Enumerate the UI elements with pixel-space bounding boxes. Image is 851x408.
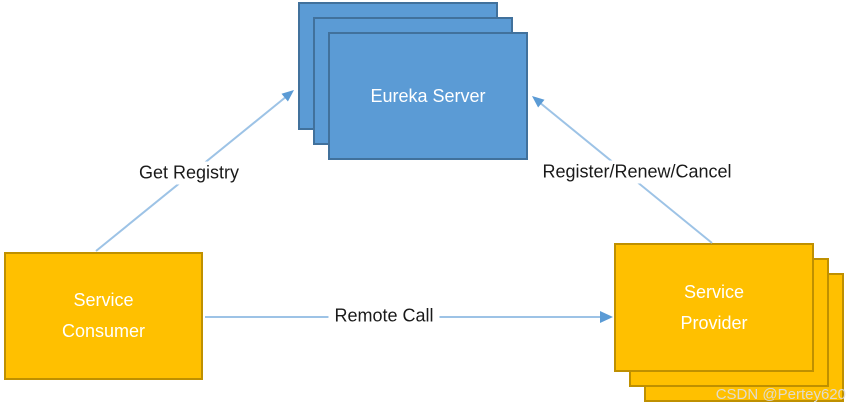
eureka-server-label: Eureka Server <box>370 85 486 106</box>
service-provider-label-line1: Service <box>683 281 745 302</box>
service-consumer-label-line1: Service <box>73 290 134 310</box>
remote-call-arrowhead-icon <box>600 311 613 323</box>
edge-label-remote-call: Remote Call <box>328 304 440 328</box>
service-provider-label-line2: Provider <box>680 312 748 333</box>
node-eureka-server: Eureka Server <box>328 32 528 160</box>
register-renew-cancel-arrowhead-icon <box>532 96 545 108</box>
node-service-provider: Service Provider <box>614 243 814 372</box>
get-registry-arrowhead-icon <box>281 90 294 102</box>
node-service-consumer: Service Consumer <box>4 252 203 380</box>
edge-label-get-registry: Get Registry <box>132 161 246 185</box>
edge-label-register-renew-cancel: Register/Renew/Cancel <box>536 160 738 184</box>
service-consumer-label-line2: Consumer <box>61 321 146 341</box>
csdn-watermark: CSDN @Pertey620 <box>715 386 846 403</box>
